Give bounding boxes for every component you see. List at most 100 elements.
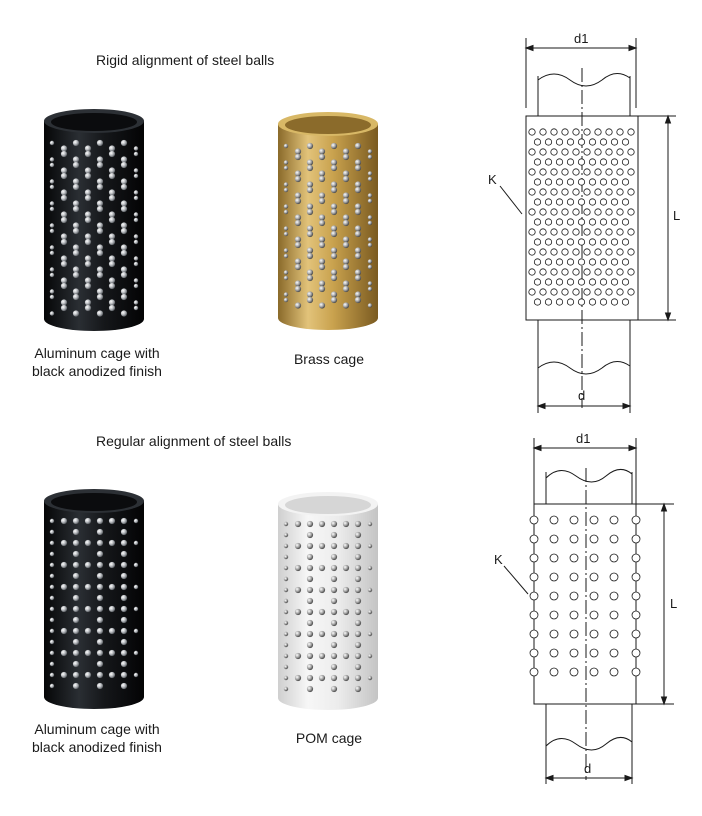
steel-ball	[569, 591, 579, 601]
steel-ball	[72, 139, 80, 147]
steel-ball	[72, 583, 80, 591]
steel-ball	[342, 280, 350, 287]
steel-ball	[96, 594, 104, 602]
steel-ball	[610, 218, 619, 226]
steel-ball	[294, 520, 302, 528]
steel-ball	[72, 266, 80, 273]
steel-ball	[589, 515, 599, 525]
steel-ball	[294, 197, 302, 205]
steel-ball	[108, 299, 116, 306]
caption-aluminum-rigid: Aluminum cage with black anodized finish	[22, 344, 172, 380]
steel-ball	[96, 660, 104, 668]
steel-ball	[84, 233, 92, 240]
steel-ball	[342, 630, 350, 638]
steel-ball	[96, 249, 104, 257]
steel-ball	[84, 277, 92, 284]
steel-ball	[120, 638, 128, 646]
steel-ball	[294, 302, 302, 309]
steel-ball	[588, 278, 597, 286]
steel-ball	[631, 515, 641, 525]
steel-ball	[354, 225, 362, 232]
steel-ball	[577, 298, 586, 306]
steel-ball	[616, 268, 624, 276]
steel-ball	[569, 648, 579, 658]
steel-ball	[330, 597, 338, 605]
steel-ball	[342, 175, 350, 183]
steel-ball	[108, 145, 116, 152]
steel-ball	[108, 277, 116, 284]
steel-ball	[550, 248, 558, 256]
steel-ball	[561, 188, 569, 196]
steel-ball	[120, 271, 128, 279]
steel-ball	[133, 261, 139, 267]
steel-ball	[283, 521, 289, 527]
steel-ball	[589, 610, 599, 620]
steel-ball	[616, 208, 624, 216]
steel-ball	[627, 228, 635, 236]
steel-ball	[330, 564, 338, 572]
steel-ball	[96, 244, 104, 251]
steel-ball	[539, 228, 547, 236]
steel-ball	[605, 268, 613, 276]
steel-ball	[367, 176, 373, 182]
steel-ball	[133, 305, 139, 311]
steel-ball	[589, 591, 599, 601]
steel-ball	[354, 685, 362, 693]
steel-ball	[354, 652, 362, 660]
steel-ball	[294, 542, 302, 550]
steel-ball	[533, 178, 542, 186]
steel-ball	[599, 218, 608, 226]
steel-ball	[49, 184, 55, 190]
steel-ball	[84, 583, 92, 591]
steel-ball	[539, 168, 547, 176]
steel-ball	[49, 639, 55, 645]
steel-ball	[594, 208, 602, 216]
steel-ball	[354, 291, 362, 298]
steel-ball	[283, 587, 289, 593]
steel-ball	[561, 168, 569, 176]
steel-ball	[294, 219, 302, 227]
steel-ball	[306, 542, 314, 550]
steel-ball	[627, 248, 635, 256]
steel-ball	[49, 628, 55, 634]
steel-ball	[342, 153, 350, 161]
steel-ball	[120, 550, 128, 558]
steel-ball	[583, 268, 591, 276]
steel-ball	[555, 138, 564, 146]
steel-ball	[561, 128, 569, 136]
aluminum-cage-rigid-image	[44, 109, 144, 331]
steel-ball	[60, 299, 68, 306]
steel-ball	[60, 167, 68, 174]
steel-ball	[283, 209, 289, 215]
steel-ball	[318, 170, 326, 177]
steel-ball	[529, 534, 539, 544]
steel-ball	[533, 278, 542, 286]
steel-ball	[631, 648, 641, 658]
steel-ball	[583, 228, 591, 236]
steel-ball	[108, 539, 116, 547]
dim-label-K: K	[488, 172, 497, 187]
steel-ball	[631, 553, 641, 563]
steel-ball	[342, 586, 350, 594]
steel-ball	[609, 667, 619, 677]
steel-ball	[330, 274, 338, 282]
steel-ball	[616, 128, 624, 136]
steel-ball	[577, 258, 586, 266]
steel-ball	[550, 208, 558, 216]
steel-ball	[616, 228, 624, 236]
steel-ball	[120, 561, 128, 569]
steel-ball	[49, 584, 55, 590]
steel-ball	[354, 520, 362, 528]
steel-ball	[533, 218, 542, 226]
steel-ball	[354, 531, 362, 539]
steel-ball	[108, 583, 116, 591]
steel-ball	[96, 583, 104, 591]
steel-ball	[306, 247, 314, 254]
steel-ball	[84, 145, 92, 152]
steel-ball	[294, 652, 302, 660]
steel-ball	[566, 138, 575, 146]
steel-ball	[354, 564, 362, 572]
steel-ball	[306, 663, 314, 671]
steel-ball	[367, 198, 373, 204]
steel-ball	[120, 627, 128, 635]
